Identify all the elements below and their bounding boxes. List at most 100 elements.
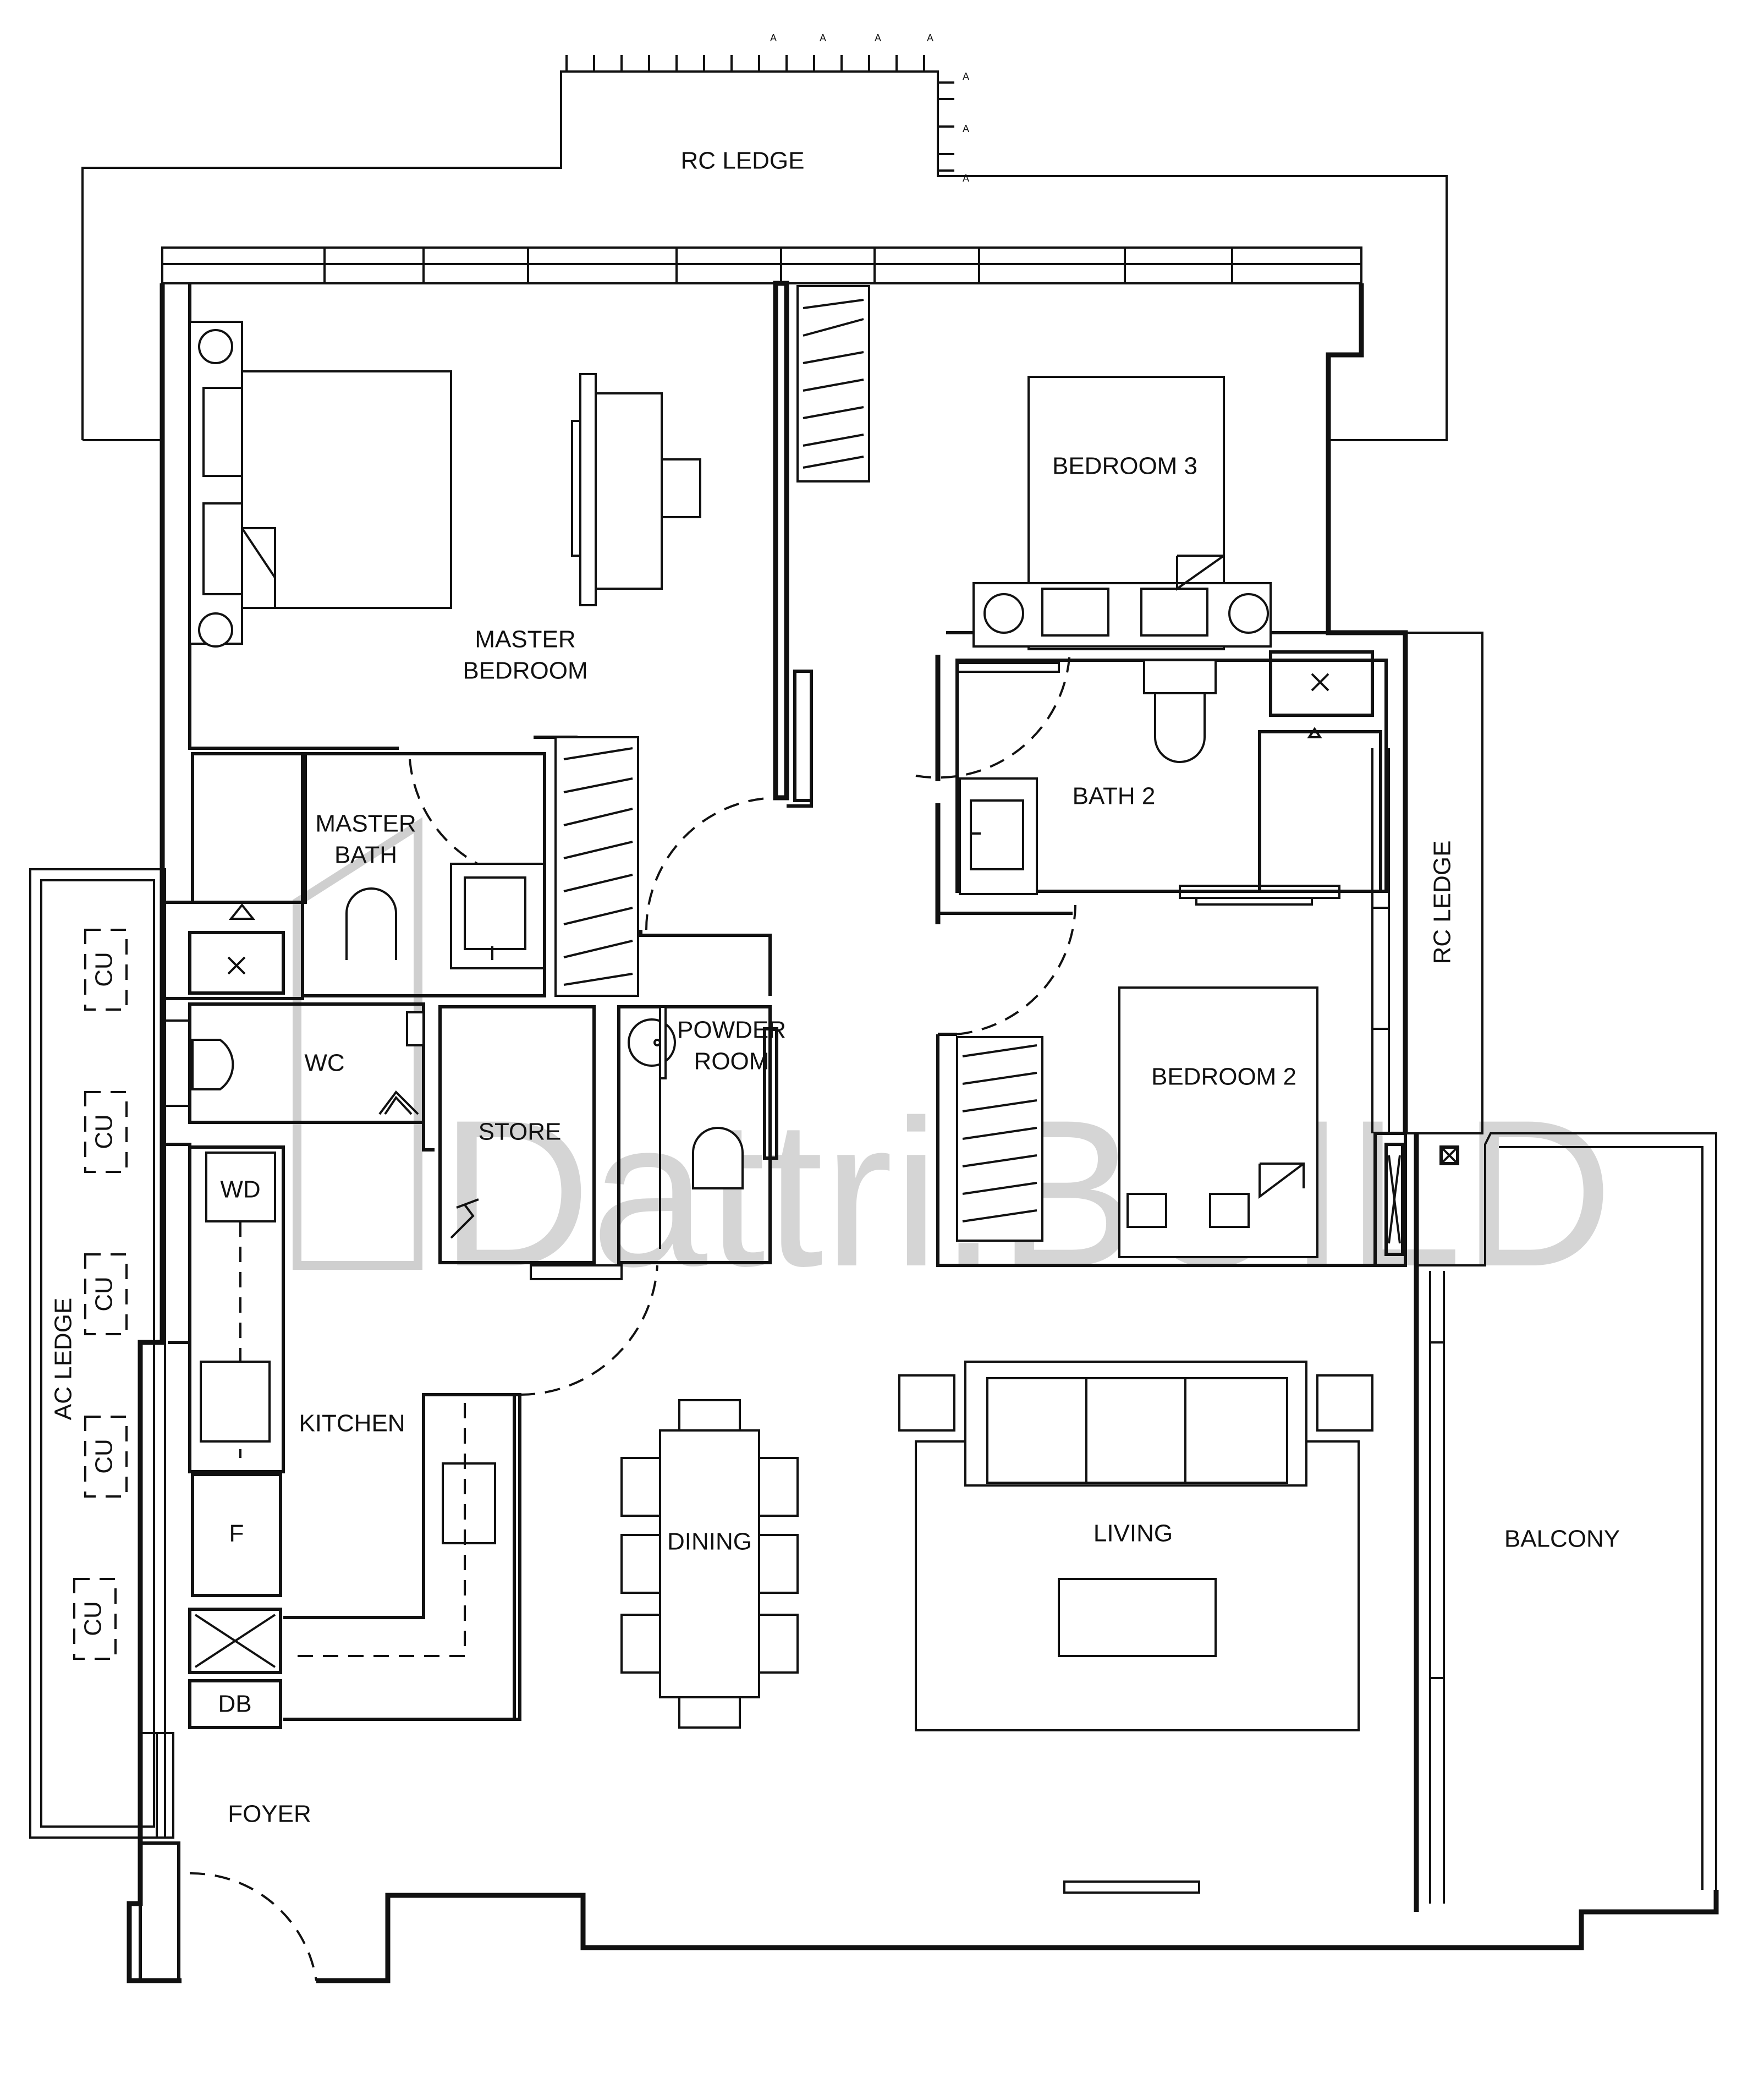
condenser-unit-label-2: CU <box>91 1114 118 1149</box>
railing-posts <box>565 55 954 172</box>
wc: WC <box>162 1002 435 1152</box>
dining-label: DINING <box>667 1528 752 1555</box>
kitchen-sink-icon <box>442 1462 496 1544</box>
marker-a-1: A <box>770 32 777 43</box>
bath-2-shaft <box>1269 650 1374 717</box>
master-bed-pillow <box>202 387 246 477</box>
bedroom-3-lamp-icon <box>1228 593 1269 634</box>
kitchen-label: KITCHEN <box>299 1410 405 1437</box>
condenser-unit-2 <box>84 1091 128 1173</box>
dining-chair <box>620 1457 661 1517</box>
fridge <box>191 1473 282 1597</box>
dining-chair <box>678 1696 741 1729</box>
master-bath-shaft <box>188 931 285 995</box>
marker-a-2: A <box>820 32 826 43</box>
wc-toilet-icon <box>191 1039 234 1090</box>
powder-room-basin-icon <box>628 1018 676 1067</box>
bedroom-2-pillow <box>1209 1193 1250 1228</box>
kitchen: WD F DB KITCHEN <box>162 1143 658 1729</box>
bath-2: BATH 2 <box>915 649 1388 924</box>
kitchen-door-swing <box>519 1265 658 1396</box>
master-bath-sink-icon <box>464 876 526 950</box>
fridge-label: F <box>229 1520 244 1547</box>
bath-2-label: BATH 2 <box>1073 783 1156 810</box>
marker-a-7: A <box>963 173 969 184</box>
bedroom-2-door-swing <box>957 904 1076 1035</box>
master-bedroom-door-swing <box>409 759 542 882</box>
top-window <box>161 246 1362 284</box>
dining-chair <box>678 1399 741 1432</box>
washer-dryer <box>205 1152 276 1222</box>
master-bed <box>241 370 452 609</box>
master-desk <box>579 373 597 606</box>
bath-2-door-swing <box>915 649 1071 779</box>
condenser-unit-3 <box>84 1253 128 1335</box>
wd-label: WD <box>220 1176 260 1203</box>
living: LIVING <box>898 1361 1373 1894</box>
condenser-unit-label-3: CU <box>91 1276 118 1312</box>
condenser-unit-5 <box>73 1578 117 1660</box>
kitchen-hob <box>200 1361 271 1443</box>
master-bed-headboard <box>189 321 243 645</box>
master-desk-chair <box>661 458 701 518</box>
marker-a-3: A <box>875 32 881 43</box>
bath-2-toilet-icon <box>1154 692 1206 763</box>
powder-room-label-2: ROOM <box>694 1048 770 1075</box>
corridor-door-swing <box>645 797 776 930</box>
bedroom-3-lamp-icon <box>983 593 1024 634</box>
dining-chair <box>620 1614 661 1674</box>
condenser-unit-label-4: CU <box>91 1439 118 1474</box>
dining-chair <box>758 1457 799 1517</box>
wc-label: WC <box>304 1050 344 1077</box>
powder-room-label-1: POWDER <box>677 1017 786 1044</box>
master-bath-toilet-icon <box>345 887 397 960</box>
rc-ledge-top-label: RC LEDGE <box>681 147 805 174</box>
master-bath: MASTER BATH <box>161 752 546 1000</box>
balcony-label: BALCONY <box>1504 1526 1620 1553</box>
kitchen-shaft <box>188 1608 282 1674</box>
bedroom-3: BEDROOM 3 <box>946 376 1328 650</box>
foyer: FOYER <box>139 1732 317 1982</box>
marker-a-6: A <box>963 123 969 134</box>
marker-a-4: A <box>927 32 933 43</box>
master-bedroom-label-2: BEDROOM <box>463 657 587 684</box>
balcony-drain-icon <box>1439 1145 1459 1165</box>
corridor-wardrobe <box>554 736 776 997</box>
rc-ledge-top: A A A A A A A <box>81 32 1448 441</box>
ac-ledge: CU CU CU CU CU AC LEDGE <box>29 868 166 1839</box>
living-sofa-seat <box>986 1377 1288 1484</box>
bedroom-3-pillow <box>1041 588 1109 637</box>
master-bath-label-1: MASTER <box>315 810 416 837</box>
dining: DINING <box>620 1399 799 1729</box>
marker-a-5: A <box>963 71 969 82</box>
bedroom-2-label: BEDROOM 2 <box>1151 1063 1296 1090</box>
rc-ledge-side: RC LEDGE <box>1371 632 1483 1134</box>
dining-table <box>659 1429 760 1698</box>
bedroom-2: BEDROOM 2 <box>936 904 1459 1267</box>
living-side-table <box>1316 1374 1373 1432</box>
dining-chair <box>620 1534 661 1594</box>
store-label: STORE <box>479 1118 562 1145</box>
db-label: DB <box>218 1691 251 1718</box>
distribution-board <box>188 1679 282 1729</box>
condenser-unit-1 <box>84 929 128 1011</box>
rc-ledge-side-label: RC LEDGE <box>1429 841 1456 964</box>
ac-ledge-label: AC LEDGE <box>50 1298 77 1421</box>
master-wardrobe <box>796 285 870 482</box>
entrance-door-swing <box>189 1872 317 1981</box>
condenser-unit-4 <box>84 1416 128 1498</box>
living-side-table <box>898 1374 955 1432</box>
living-coffee-table <box>1058 1578 1217 1657</box>
foyer-label: FOYER <box>228 1801 311 1828</box>
dining-chair <box>758 1534 799 1594</box>
condenser-unit-label-5: CU <box>80 1601 107 1636</box>
master-bed-lamp-icon <box>198 329 233 364</box>
bedroom-2-wardrobe <box>956 1036 1043 1242</box>
bath-2-cistern <box>1143 659 1217 694</box>
living-label: LIVING <box>1093 1520 1173 1547</box>
bath-2-sink-icon <box>970 799 1024 870</box>
bedroom-3-pillow <box>1140 588 1208 637</box>
powder-room-toilet-icon <box>692 1127 744 1189</box>
bedroom-2-pillow <box>1126 1193 1167 1228</box>
